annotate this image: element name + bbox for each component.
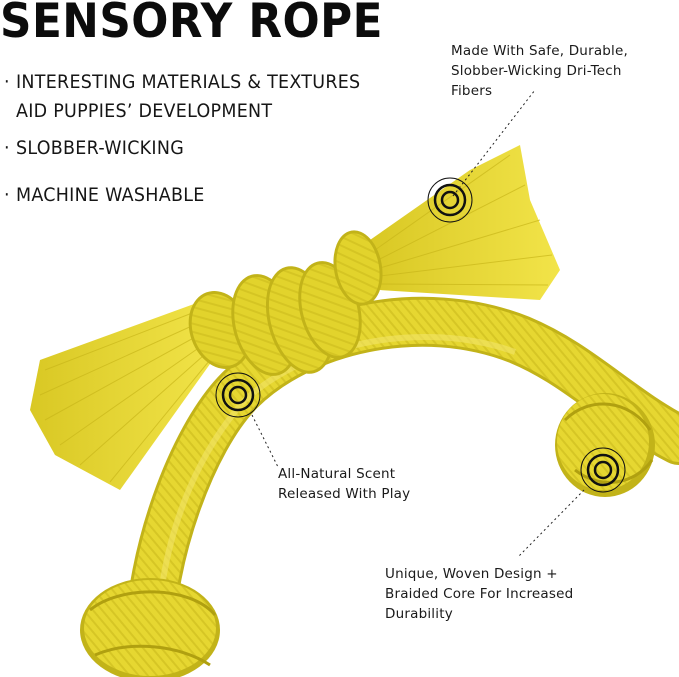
leader-line-scent: [251, 414, 279, 468]
callout-design: Unique, Woven Design + Braided Core For …: [385, 566, 574, 622]
bullet-dot-icon: ·: [4, 71, 10, 93]
callout-fibers: Made With Safe, Durable, Slobber-Wicking…: [451, 43, 629, 99]
bullet-dot-icon: ·: [4, 137, 10, 159]
leader-line-fibers: [452, 89, 536, 197]
target-marker-fibers: [427, 177, 473, 223]
bullet-item-slobber-wicking: ·SLOBBER-WICKING: [4, 134, 184, 163]
right-fringe: [370, 145, 560, 300]
leader-line-design: [517, 489, 585, 558]
callout-scent: All-Natural Scent Released With Play: [278, 466, 411, 502]
bullet-dot-icon: ·: [4, 184, 10, 206]
bullet-item-materials: ·INTERESTING MATERIALS & TEXTURES AID PU…: [4, 68, 360, 126]
target-marker-scent: [215, 372, 261, 418]
page-title: SENSORY ROPE: [0, 0, 383, 49]
bullet-item-machine-washable: ·MACHINE WASHABLE: [4, 181, 205, 210]
target-marker-design: [580, 447, 626, 493]
center-knot: [188, 230, 383, 376]
left-fringe: [30, 300, 220, 490]
